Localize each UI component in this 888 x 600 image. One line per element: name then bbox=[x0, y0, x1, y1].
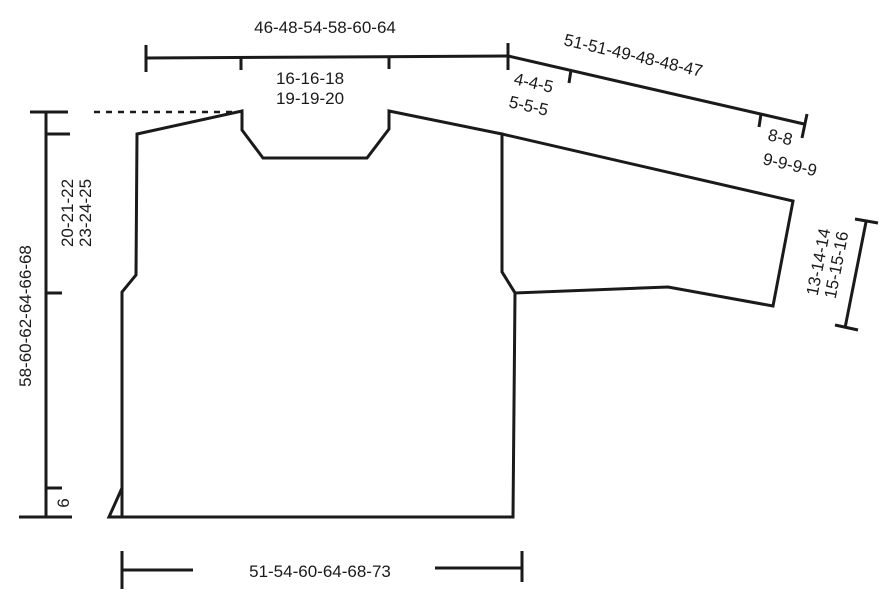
neck-width-label-1: 16-16-18 bbox=[276, 69, 344, 88]
armhole-depth-label-1: 20-21-22 bbox=[58, 179, 77, 247]
sleeve-outline bbox=[500, 132, 795, 308]
top-width-label: 46-48-54-58-60-64 bbox=[254, 18, 396, 37]
bottom-width-label: 51-54-60-64-68-73 bbox=[249, 562, 391, 581]
total-length-dimension bbox=[19, 110, 72, 519]
rib-height-label: 6 bbox=[54, 498, 73, 507]
top-width-dimension bbox=[144, 43, 510, 72]
bottom-width-dimension bbox=[120, 551, 524, 589]
body-outline bbox=[120, 109, 517, 519]
shoulder-label-1: 4-4-5 bbox=[512, 69, 555, 96]
total-length-label: 58-60-62-64-66-68 bbox=[16, 245, 35, 387]
neck-width-label-2: 19-19-20 bbox=[276, 89, 344, 108]
armhole-depth-label-2: 23-24-25 bbox=[76, 179, 95, 247]
cuff-label-1: 8-8 bbox=[766, 125, 794, 149]
cuff-width-dimension bbox=[834, 217, 879, 332]
rib-edge bbox=[106, 487, 124, 519]
cuff-label-2: 9-9-9-9 bbox=[761, 149, 819, 180]
shoulder-label-2: 5-5-5 bbox=[507, 92, 550, 119]
sleeve-length-dimension bbox=[507, 54, 809, 139]
